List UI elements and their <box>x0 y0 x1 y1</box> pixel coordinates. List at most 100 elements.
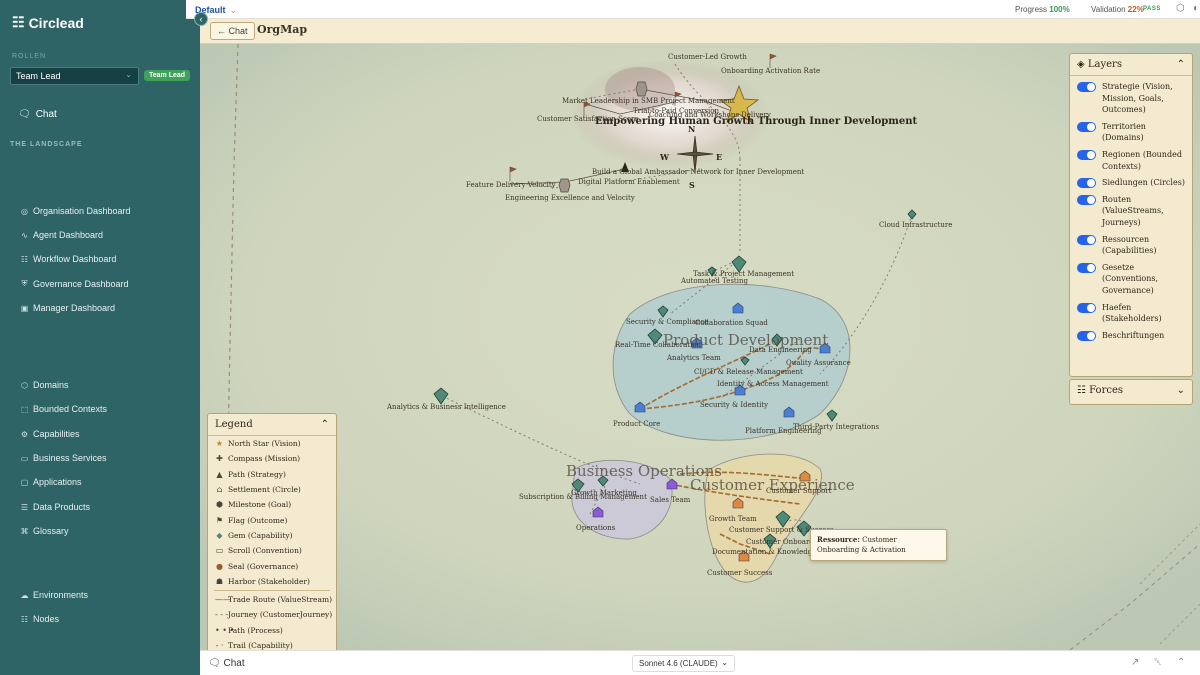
location-label[interactable]: Market Leadership in SMB Project Managem… <box>562 97 735 105</box>
location-label[interactable]: Digital Platform Enablement <box>578 178 680 186</box>
layer-toggle-territorien[interactable] <box>1077 121 1096 132</box>
sidebar-item-organisation-dashboard[interactable]: ◎Organisation Dashboard <box>20 206 131 216</box>
sidebar-item-governance-dashboard[interactable]: ⛨Governance Dashboard <box>20 279 129 289</box>
validation-label: Validation <box>1091 5 1126 14</box>
location-label[interactable]: Analytics & Business Intelligence <box>387 403 506 411</box>
location-label[interactable]: Third-Party Integrations <box>793 423 880 431</box>
harbor-icons <box>592 302 831 562</box>
layer-toggle-gesetze[interactable] <box>1077 262 1096 273</box>
layer-toggle-regionen[interactable] <box>1077 149 1096 160</box>
location-label[interactable]: Customer Support <box>766 487 832 495</box>
sidebar-item-agent-dashboard[interactable]: ∿Agent Dashboard <box>20 230 103 240</box>
chevron-down-icon: ⌄ <box>1176 385 1185 396</box>
chat-toggle-button[interactable]: 🗨 Chat <box>208 658 245 669</box>
brand-logo[interactable]: ☷ Circlead <box>12 14 84 31</box>
location-label[interactable]: Automated Testing <box>681 277 748 285</box>
sidebar-item-label: Domains <box>33 380 69 390</box>
location-label[interactable]: Collaboration Squad <box>695 319 768 327</box>
back-label: Chat <box>228 26 248 36</box>
trash-icon[interactable]: ␡ <box>1154 657 1162 668</box>
sidebar-item-nodes[interactable]: ☷Nodes <box>20 614 59 624</box>
legend-header[interactable]: Legend⌃ <box>208 414 336 436</box>
location-label[interactable]: Onboarding Activation Rate <box>721 67 821 75</box>
location-label[interactable]: Security & Identity <box>700 401 769 409</box>
sidebar-item-label: Workflow Dashboard <box>33 254 117 264</box>
role-select[interactable]: Team Lead ⌄ <box>10 67 139 85</box>
sidebar-item-chat[interactable]: 🗨 Chat <box>18 109 57 120</box>
model-select[interactable]: Sonnet 4.6 (CLAUDE)⌄ <box>632 655 735 672</box>
layer-toggle-strategie[interactable] <box>1077 82 1096 92</box>
location-label[interactable]: Documentation & Knowledge <box>712 548 817 556</box>
sidebar-item-domains[interactable]: ⬡Domains <box>20 380 69 390</box>
layer-toggle-ressourcen[interactable] <box>1077 234 1096 245</box>
sidebar-item-data-products[interactable]: ☰Data Products <box>20 502 90 512</box>
location-label[interactable]: Engineering Excellence and Velocity <box>505 194 635 202</box>
location-label[interactable]: Identity & Access Management <box>717 380 829 388</box>
location-label[interactable]: Quality Assurance <box>786 359 851 367</box>
progress-label: Progress <box>1015 5 1048 14</box>
location-label[interactable]: Real-Time Collaboration <box>615 341 702 349</box>
location-label[interactable]: Analytics Team <box>667 354 721 362</box>
location-label[interactable]: Trial-to-Paid Conversion <box>633 107 720 115</box>
layer-toggle-row: Strategie (Vision, Mission, Goals, Outco… <box>1070 81 1192 116</box>
server-icon: ☷ <box>20 614 29 624</box>
layer-toggle-haefen[interactable] <box>1077 302 1096 313</box>
location-label[interactable]: Customer Support & Success <box>729 526 834 534</box>
sidebar-item-label: Agent Dashboard <box>33 230 104 240</box>
sidebar-item-glossary[interactable]: ⌘Glossary <box>20 526 69 536</box>
chevron-up-icon[interactable]: ⌃ <box>1177 657 1186 668</box>
workspace-select[interactable]: Default⌄ <box>195 5 237 16</box>
chevron-down-icon: ⌄ <box>229 5 238 15</box>
layer-toggle-siedlungen[interactable] <box>1077 178 1096 189</box>
layer-toggle-routen[interactable] <box>1077 194 1096 205</box>
location-label[interactable]: Growth Team <box>709 515 757 523</box>
theme-icon[interactable]: ◐ <box>1193 3 1200 14</box>
collapse-sidebar-button[interactable]: ‹ <box>194 12 208 26</box>
location-label[interactable]: Platform Engineering <box>745 427 822 435</box>
location-label[interactable]: Sales Team <box>650 496 691 504</box>
forces-header[interactable]: ☷ Forces⌄ <box>1070 380 1192 401</box>
location-label[interactable]: Customer Satisfaction Score <box>537 115 639 123</box>
layer-label: Ressourcen (Capabilities) <box>1102 234 1157 256</box>
location-label[interactable]: Task & Project Management <box>693 270 795 278</box>
layer-toggle-beschriftungen[interactable] <box>1077 330 1096 341</box>
legend-label: North Star (Vision) <box>228 439 301 449</box>
forces-panel[interactable]: ☷ Forces⌄ <box>1069 379 1193 405</box>
org-map-canvas[interactable]: N E S W Empowering Human Growth Through … <box>200 44 1200 650</box>
briefcase-icon: ▭ <box>20 453 29 463</box>
location-label[interactable]: Data Engineering <box>749 346 812 354</box>
location-label[interactable]: CI/CD & Release Management <box>694 368 803 376</box>
north-star-label[interactable]: Empowering Human Growth Through Inner De… <box>595 116 918 127</box>
sidebar-item-business-services[interactable]: ▭Business Services <box>20 453 107 463</box>
location-label[interactable]: Customer Success <box>707 569 773 577</box>
cube-icon[interactable]: ⬡ <box>1176 3 1185 14</box>
legend-divider <box>214 589 330 591</box>
location-label[interactable]: Build a Global Ambassador Network for In… <box>592 168 805 176</box>
layers-header[interactable]: ◈ Layers⌃ <box>1070 54 1192 76</box>
settlement-icon: ⌂ <box>216 485 223 495</box>
location-label[interactable]: Customer-Led Growth <box>668 53 747 61</box>
location-label[interactable]: Coaching and Workshops Delivery <box>649 111 771 119</box>
location-label[interactable]: Subscription & Billing Management <box>519 493 647 501</box>
sidebar-item-workflow-dashboard[interactable]: ☷Workflow Dashboard <box>20 254 116 264</box>
path-icon <box>621 162 629 172</box>
popout-icon[interactable]: ↗ <box>1131 657 1140 668</box>
sliders-icon: ☷ <box>1077 385 1086 396</box>
workspace-value: Default <box>195 5 226 15</box>
sidebar-item-manager-dashboard[interactable]: ▣Manager Dashboard <box>20 303 115 313</box>
back-to-chat-button[interactable]: ← Chat <box>210 22 255 40</box>
location-label[interactable]: Feature Delivery Velocity <box>466 181 556 189</box>
location-label[interactable]: Customer Onboarding <box>746 538 826 546</box>
sidebar-item-applications[interactable]: ▢Applications <box>20 477 82 487</box>
location-label[interactable]: Security & Compliance <box>626 318 709 326</box>
sidebar-item-capabilities[interactable]: ⚙Capabilities <box>20 429 80 439</box>
location-label[interactable]: Operations <box>576 524 616 532</box>
sidebar-item-environments[interactable]: ☁Environments <box>20 590 89 600</box>
dashboard-icon: ◎ <box>21 206 28 216</box>
sidebar-item-bounded-contexts[interactable]: ⬚Bounded Contexts <box>20 404 107 414</box>
location-label[interactable]: Cloud Infrastructure <box>879 221 953 229</box>
legend-label: Harbor (Stakeholder) <box>228 576 310 586</box>
location-label[interactable]: Growth Marketing <box>571 489 637 497</box>
location-label[interactable]: Product Core <box>613 420 661 428</box>
